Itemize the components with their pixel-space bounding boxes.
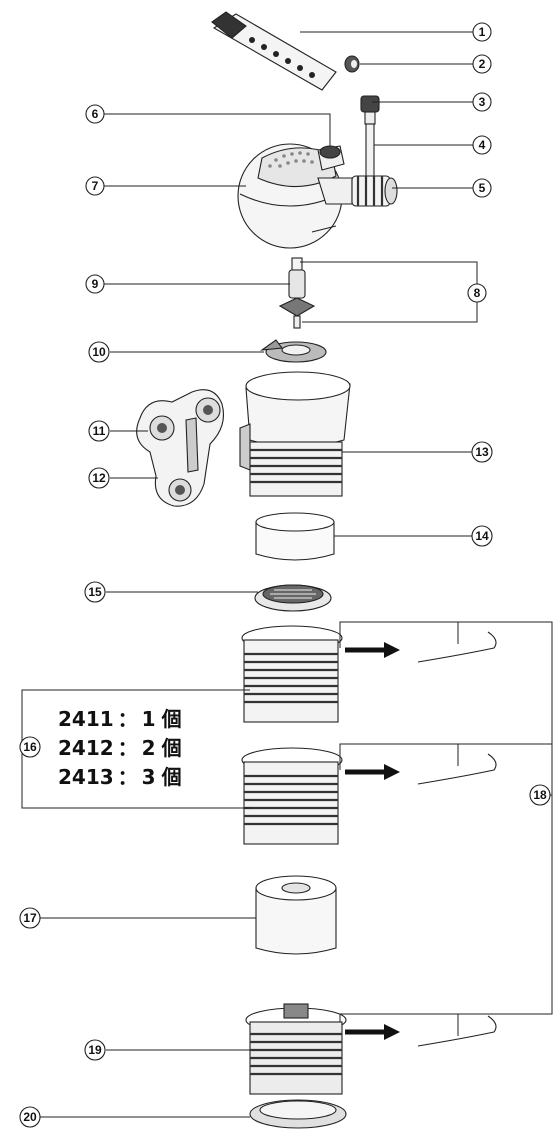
part-outlet-nozzle	[317, 145, 345, 171]
svg-text:8: 8	[474, 286, 481, 300]
svg-text:9: 9	[92, 277, 99, 291]
callout-18: 18	[529, 784, 551, 806]
part-intake-basket	[245, 1003, 347, 1095]
callout-8: 8	[467, 283, 487, 303]
part-threaded-outlet	[317, 175, 398, 207]
part-spray-bar	[211, 11, 337, 91]
callout-19: 19	[84, 1039, 106, 1061]
part-bio-sponge	[255, 875, 337, 955]
svg-text:13: 13	[475, 445, 489, 459]
callout-10: 10	[88, 341, 110, 363]
part-filter-sponge	[255, 512, 335, 561]
svg-text:2: 2	[479, 57, 486, 71]
part-retaining-ring-3	[345, 1015, 497, 1047]
svg-text:20: 20	[23, 1110, 37, 1124]
svg-text:16: 16	[23, 740, 37, 754]
callout-14: 14	[471, 525, 493, 547]
svg-text:18: 18	[533, 788, 547, 802]
callout-20: 20	[19, 1106, 41, 1128]
svg-text:11: 11	[93, 424, 106, 438]
svg-text:6: 6	[92, 107, 99, 121]
part-end-cap	[344, 55, 360, 73]
part-air-valve	[360, 95, 380, 183]
part-pump-housing	[239, 371, 351, 497]
callout-12: 12	[88, 467, 110, 489]
callout-16: 16	[19, 736, 41, 758]
callout-9: 9	[85, 274, 105, 294]
svg-text:14: 14	[475, 529, 489, 543]
callout-17: 17	[19, 907, 41, 929]
callout-4: 4	[472, 135, 492, 155]
part-grid-plate	[254, 584, 332, 612]
part-bottom-cap	[249, 1099, 347, 1129]
part-retaining-ring-1	[345, 631, 497, 663]
callout-2: 2	[472, 54, 492, 74]
callout-3: 3	[472, 92, 492, 112]
svg-text:15: 15	[88, 585, 102, 599]
svg-text:7: 7	[92, 179, 99, 193]
callout-6: 6	[85, 104, 105, 124]
svg-text:4: 4	[479, 138, 486, 152]
part-suction-bracket	[136, 389, 225, 507]
svg-text:17: 17	[23, 911, 37, 925]
callout-7: 7	[85, 176, 105, 196]
svg-text:5: 5	[479, 181, 486, 195]
callout-15: 15	[84, 581, 106, 603]
svg-text:10: 10	[92, 345, 106, 359]
callout-11: 11	[88, 420, 110, 442]
svg-text:12: 12	[92, 471, 106, 485]
callout-1: 1	[472, 22, 492, 42]
part-impeller	[278, 257, 316, 329]
part-filter-canister-upper	[241, 625, 343, 723]
svg-text:1: 1	[479, 25, 486, 39]
callout-13: 13	[471, 441, 493, 463]
svg-text:19: 19	[88, 1043, 102, 1057]
part-impeller-cover	[259, 339, 327, 363]
part-retaining-ring-2	[345, 753, 497, 785]
svg-text:3: 3	[479, 95, 486, 109]
part-filter-canister-lower	[241, 747, 343, 845]
callout-5: 5	[472, 178, 492, 198]
